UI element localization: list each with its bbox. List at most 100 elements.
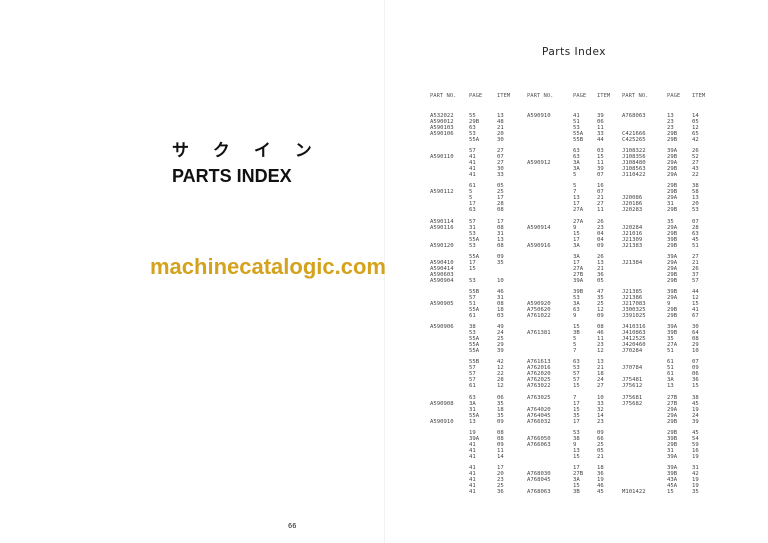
cell-page: 29B (667, 183, 678, 190)
cell-item: 31 (497, 230, 504, 237)
cell-part-no: A766032 (527, 418, 551, 425)
cell-item: 07 (692, 218, 699, 225)
cell-item: 26 (597, 253, 604, 260)
cell-item: 11 (597, 336, 604, 343)
cell-item: 21 (597, 195, 604, 202)
cell-item: 63 (692, 230, 699, 237)
cell-page: 5 (469, 195, 473, 202)
cell-page: 39A (667, 324, 678, 331)
cell-page: 9 (573, 441, 577, 448)
cell-page: 13 (573, 447, 580, 454)
cell-part-no: J70284 (622, 348, 643, 355)
cell-part-no: J21384 (622, 259, 643, 266)
cell-item: 24 (497, 330, 504, 337)
cell-part-no: A766050 (527, 435, 551, 442)
cell-page: 53 (573, 365, 580, 372)
cell-page: 41 (469, 489, 476, 495)
cell-page: 38 (573, 435, 580, 442)
header-item: ITEM (597, 93, 611, 99)
cell-item: 57 (692, 277, 699, 284)
cell-page: 53 (469, 277, 476, 284)
cell-item: 36 (497, 489, 504, 495)
cell-item: 09 (597, 313, 604, 319)
cell-part-no: J108356 (622, 154, 646, 161)
cell-item: 05 (597, 277, 604, 284)
cell-item: 07 (692, 359, 699, 366)
cell-item: 25 (597, 441, 604, 448)
cell-item: 25 (497, 336, 504, 343)
cell-part-no: A590916 (527, 242, 551, 249)
cell-item: 25 (497, 483, 504, 489)
cell-page: 53 (469, 330, 476, 337)
cell-item: 18 (597, 371, 604, 378)
cell-page: 29A (667, 259, 678, 266)
cell-item: 30 (497, 137, 504, 143)
cell-page: 38 (469, 324, 476, 331)
cell-page: 41 (469, 441, 476, 448)
cell-page: 3A (573, 477, 580, 483)
cell-item: 14 (497, 453, 504, 460)
cell-part-no: A768063 (622, 113, 646, 119)
cell-page: 29B (667, 313, 678, 319)
cell-page: 3A (573, 253, 580, 260)
cell-page: 55A (469, 412, 480, 419)
cell-part-no: J108563 (622, 166, 646, 173)
cell-page: 61 (469, 313, 476, 319)
cell-part-no: A763022 (527, 383, 551, 390)
cell-part-no: J21016 (622, 230, 643, 237)
cell-item: 42 (497, 359, 504, 366)
cell-item: 45 (692, 429, 699, 436)
cell-page: 53 (573, 125, 580, 131)
cell-item: 42 (692, 137, 699, 143)
cell-part-no: A590906 (430, 324, 454, 331)
cell-page: 41 (573, 113, 580, 119)
cell-page: 29B (667, 271, 678, 278)
cell-page: 29A (667, 265, 678, 272)
cell-item: 52 (692, 154, 699, 161)
cell-part-no: A590908 (430, 400, 454, 407)
cell-part-no: J21383 (622, 242, 643, 249)
cell-page: 15 (573, 483, 580, 489)
cell-page: 53 (573, 429, 580, 436)
cell-page: 55A (573, 131, 584, 137)
cell-item: 09 (497, 441, 504, 448)
cell-part-no: J20283 (622, 207, 643, 214)
cell-part-no: J70784 (622, 365, 643, 372)
cell-page: 39A (667, 148, 678, 155)
cell-item: 27 (597, 383, 604, 390)
cell-part-no: A590914 (527, 224, 551, 231)
cell-part-no: J21385 (622, 289, 643, 295)
cell-item: 30 (692, 324, 699, 331)
cell-page: 29B (667, 189, 678, 196)
cell-item: 23 (597, 342, 604, 349)
cell-item: 11 (497, 447, 504, 454)
cell-item: 36 (597, 471, 604, 477)
cell-item: 45 (692, 400, 699, 407)
cell-item: 33 (597, 400, 604, 407)
cell-page: 7 (573, 348, 577, 355)
cell-page: 29B (667, 418, 678, 425)
cell-page: 55A (469, 307, 480, 313)
cell-item: 11 (597, 160, 604, 167)
cell-item: 58 (692, 189, 699, 196)
cell-part-no: M101422 (622, 489, 646, 495)
cell-item: 08 (497, 224, 504, 231)
cell-page: 27B (667, 394, 678, 401)
cell-page: 15 (667, 489, 674, 495)
cell-part-no: A766063 (527, 441, 551, 448)
cell-page: 5 (573, 172, 577, 179)
cell-item: 28 (692, 224, 699, 231)
cell-part-no: J110422 (622, 172, 646, 179)
cell-part-no: A750620 (527, 307, 551, 313)
cell-item: 27 (692, 253, 699, 260)
cell-item: 35 (497, 400, 504, 407)
cell-page: 63 (469, 125, 476, 131)
cell-page: 3A (667, 377, 674, 384)
cell-item: 10 (497, 277, 504, 284)
cell-part-no: J420460 (622, 342, 646, 349)
cell-item: 59 (692, 441, 699, 448)
cell-page: 55B (469, 289, 480, 295)
cell-page: 53 (469, 242, 476, 249)
cell-item: 03 (497, 313, 504, 319)
cell-page: 27B (667, 400, 678, 407)
